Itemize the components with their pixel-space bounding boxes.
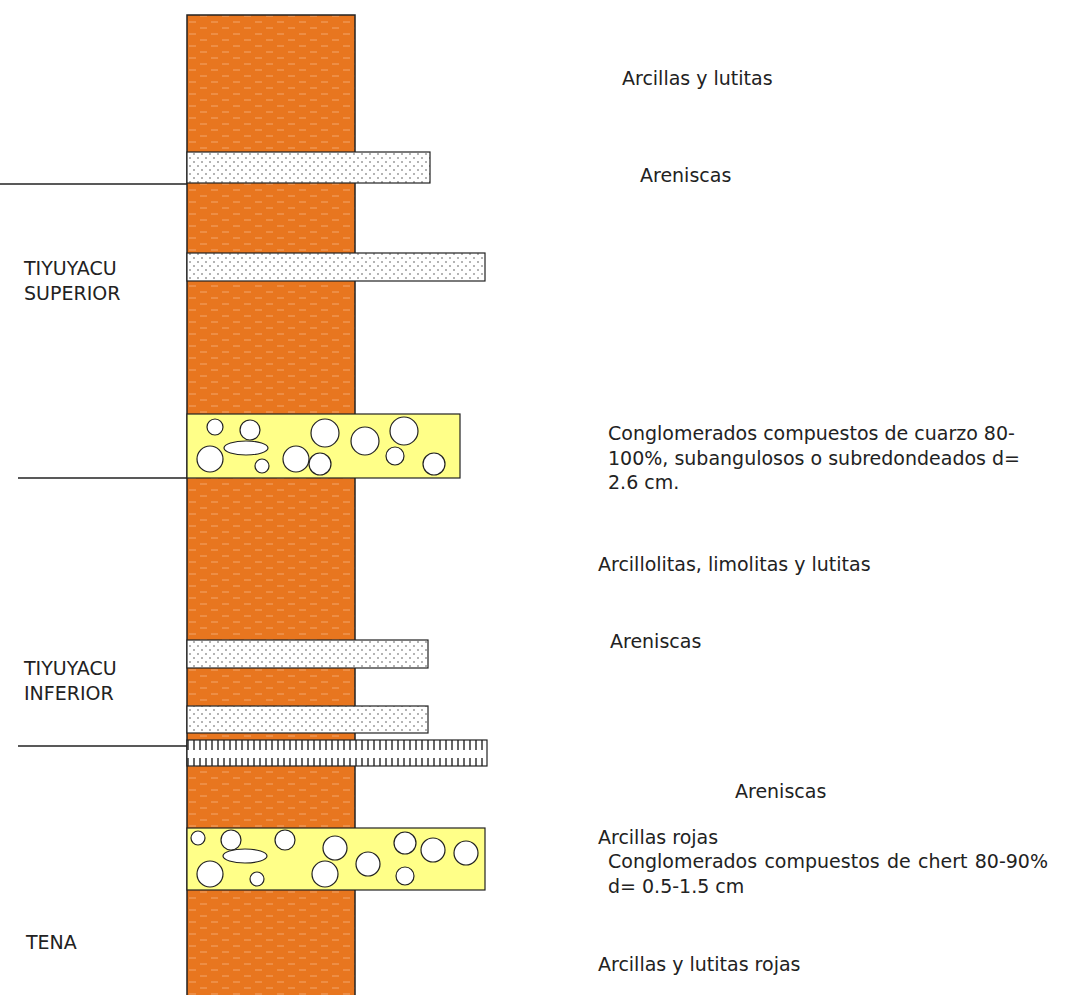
- strata-label: Arcillas rojas: [598, 825, 718, 850]
- strata-label: Conglomerados compuestos de chert 80-90%…: [608, 849, 1048, 898]
- boundary-line: [0, 183, 187, 185]
- strata-label: Arcillas y lutitas: [622, 66, 773, 91]
- conglomerate-bed: [187, 414, 460, 478]
- strata-label: TIYUYACU INFERIOR: [24, 656, 164, 705]
- sandstone-bed: [187, 152, 430, 183]
- strata-label: TENA: [26, 930, 77, 955]
- boundary-line: [18, 477, 187, 479]
- strata-label: Areniscas: [735, 779, 826, 804]
- sandstone-bed: [187, 740, 487, 766]
- boundary-line: [18, 745, 187, 747]
- sandstone-bed: [187, 640, 428, 668]
- strata-label: Areniscas: [640, 163, 731, 188]
- sandstone-bed: [187, 706, 428, 733]
- strata-label: Areniscas: [610, 629, 701, 654]
- sandstone-bed: [187, 253, 485, 281]
- strata-label: Arcillolitas, limolitas y lutitas: [598, 552, 871, 577]
- strata-label: Arcillas y lutitas rojas: [598, 952, 800, 977]
- strata-label: TIYUYACU SUPERIOR: [24, 256, 164, 305]
- strata-label: Conglomerados compuestos de cuarzo 80-10…: [608, 421, 1028, 495]
- conglomerate-bed: [187, 828, 485, 890]
